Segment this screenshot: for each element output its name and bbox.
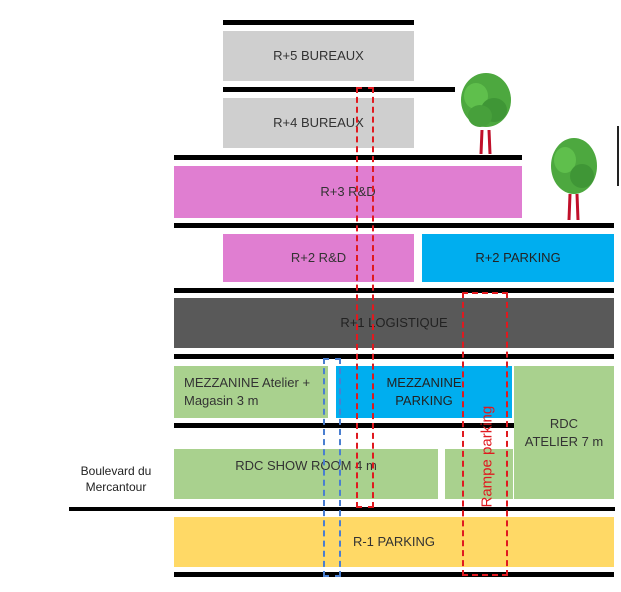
floor-r2-rd: R+2 R&D	[223, 234, 414, 282]
slab	[174, 155, 522, 160]
floor-r3-rd: R+3 R&D	[174, 166, 522, 218]
floor-basement-parking: R-1 PARKING	[174, 517, 614, 567]
ground-line	[69, 507, 615, 511]
floor-mezzanine-workshop: MEZZANINE Atelier + Magasin 3 m	[174, 366, 328, 418]
floor-r1-logistics: R+1 LOGISTIQUE	[174, 298, 614, 348]
slab	[174, 223, 614, 228]
slab	[174, 288, 614, 293]
slab	[174, 354, 614, 359]
ramp-label: Rampe parking	[478, 405, 496, 508]
parking-ramp-outline	[462, 292, 508, 576]
tree-icon	[551, 138, 597, 221]
slab	[223, 87, 455, 92]
edge-mark	[617, 126, 619, 186]
floor-rdc-showroom: RDC SHOW ROOM 4 m	[174, 449, 438, 499]
floor-rdc-workshop: RDC ATELIER 7 m	[514, 366, 614, 499]
street-label: Boulevard du Mercantour	[80, 464, 152, 495]
vertical-core-outline	[356, 87, 374, 508]
stair-core-outline	[323, 358, 341, 577]
slab	[223, 20, 414, 25]
floor-r5-offices: R+5 BUREAUX	[223, 31, 414, 81]
floor-rdc-ramp-strip	[445, 449, 513, 499]
floor-mezzanine-parking: MEZZANINE PARKING	[336, 366, 512, 418]
floor-r2-parking: R+2 PARKING	[422, 234, 614, 282]
tree-icon	[461, 73, 511, 155]
slab	[174, 423, 514, 428]
floor-r4-offices: R+4 BUREAUX	[223, 98, 414, 148]
slab	[174, 572, 614, 577]
